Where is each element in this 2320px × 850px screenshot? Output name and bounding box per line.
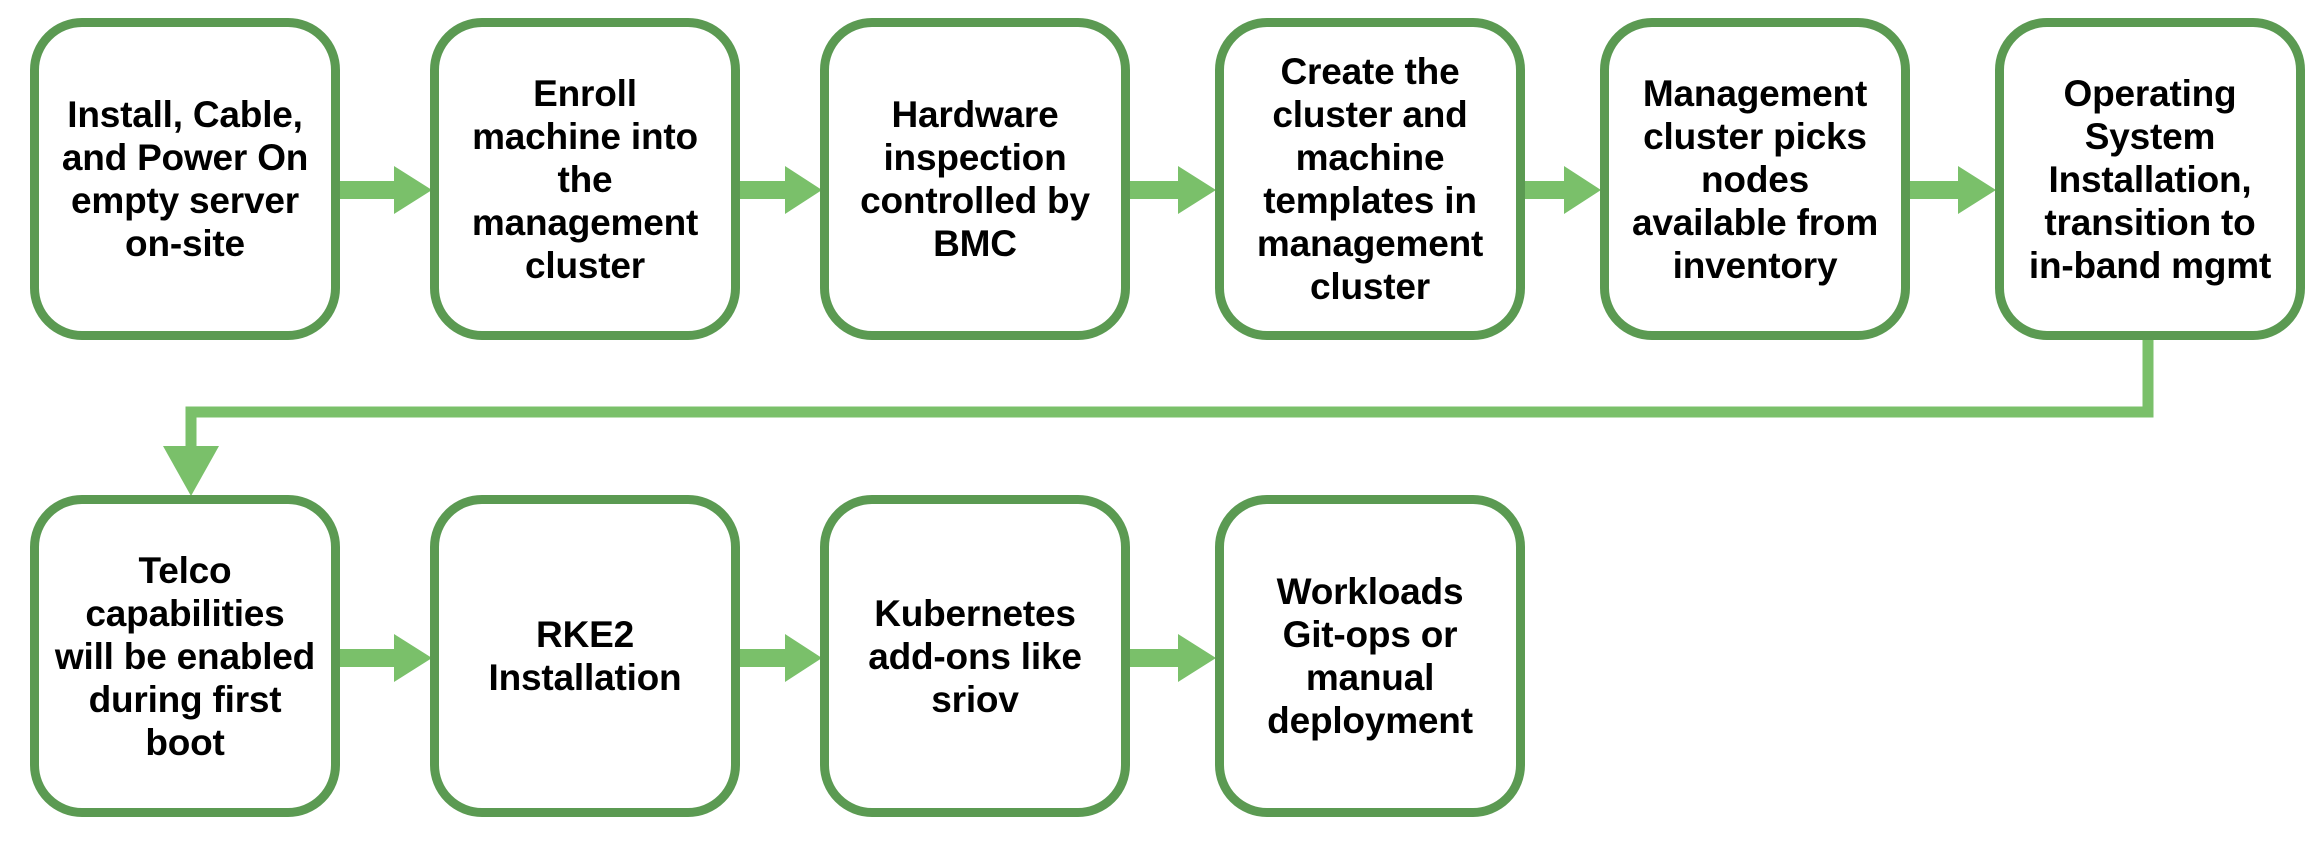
node-label: RKE2 Installation	[488, 614, 682, 698]
node-enroll-machine[interactable]: Enroll machine into the management clust…	[430, 18, 740, 340]
node-workloads[interactable]: Workloads Git-ops or manual deployment	[1215, 495, 1525, 817]
node-os-installation[interactable]: Operating System Installation, transitio…	[1995, 18, 2305, 340]
connector-arrow-c4	[1523, 162, 1603, 218]
connector-arrow-c9	[1128, 630, 1218, 686]
node-label: Telco capabilities will be enabled durin…	[54, 549, 316, 763]
node-label: Kubernetes add-ons like sriov	[868, 592, 1082, 720]
node-picks-nodes[interactable]: Management cluster picks nodes available…	[1600, 18, 1910, 340]
node-label: Operating System Installation, transitio…	[2028, 72, 2272, 286]
connector-arrow-c8	[738, 630, 824, 686]
connector-elbow-c6	[150, 330, 2180, 510]
node-label: Create the cluster and machine templates…	[1256, 51, 1484, 307]
connector-arrow-c2	[738, 162, 824, 218]
node-rke2-installation[interactable]: RKE2 Installation	[430, 495, 740, 817]
connector-arrow-c1	[338, 162, 434, 218]
node-label: Install, Cable, and Power On empty serve…	[61, 94, 309, 264]
node-label: Enroll machine into the management clust…	[471, 72, 699, 286]
node-label: Hardware inspection controlled by BMC	[860, 94, 1090, 264]
node-create-templates[interactable]: Create the cluster and machine templates…	[1215, 18, 1525, 340]
connector-arrow-c7	[338, 630, 434, 686]
node-hardware-inspection[interactable]: Hardware inspection controlled by BMC	[820, 18, 1130, 340]
connector-arrow-c5	[1908, 162, 1998, 218]
node-kubernetes-addons[interactable]: Kubernetes add-ons like sriov	[820, 495, 1130, 817]
node-label: Workloads Git-ops or manual deployment	[1267, 571, 1473, 741]
node-label: Management cluster picks nodes available…	[1631, 72, 1879, 286]
node-telco-capabilities[interactable]: Telco capabilities will be enabled durin…	[30, 495, 340, 817]
connector-arrow-c3	[1128, 162, 1218, 218]
node-install-cable-power-on[interactable]: Install, Cable, and Power On empty serve…	[30, 18, 340, 340]
